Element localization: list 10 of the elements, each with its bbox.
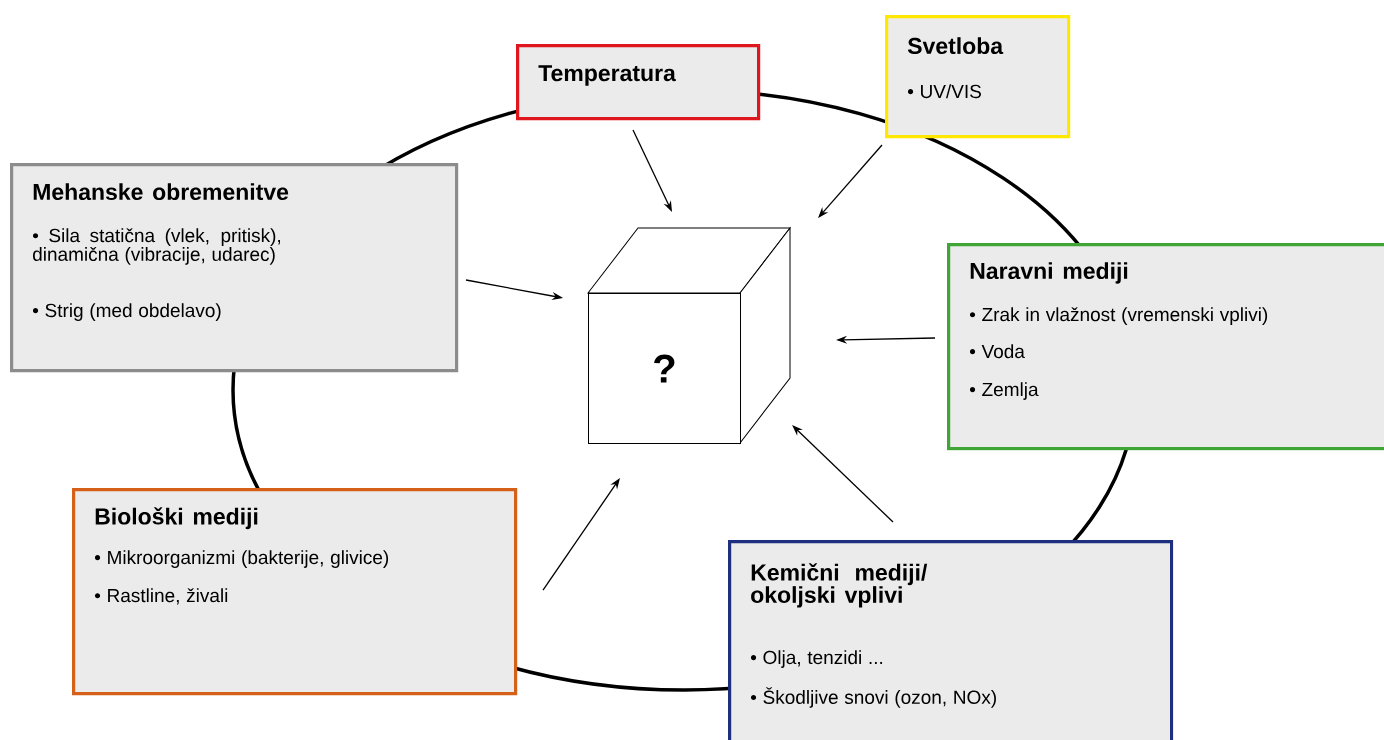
factor-box: Naravni mediji • Zrak in vlažnost (vremenski vplivi) • Voda • Zemlja — [947, 243, 1384, 451]
factor-box: Kemični mediji/ okoljski vplivi • Olja, tenzidi ... • Škodljive snovi (ozon, NOx) — [728, 540, 1174, 740]
factor-box: Mehanske obremenitve • Sila statična (vlek, pritisk), dinamična (vibracije, udarec) • Strig (med obdelavo) — [10, 163, 459, 373]
cube-drawing: ? — [587, 227, 791, 444]
factor-box: Temperatura — [516, 44, 761, 121]
factor-box: Svetloba • UV/VIS — [885, 15, 1071, 139]
arrow — [792, 425, 894, 523]
arrow — [818, 144, 883, 218]
arrow — [542, 478, 620, 591]
factor-box: Biološki mediji • Mikroorganizmi (bakterije, glivice) • Rastline, živali — [72, 488, 518, 696]
